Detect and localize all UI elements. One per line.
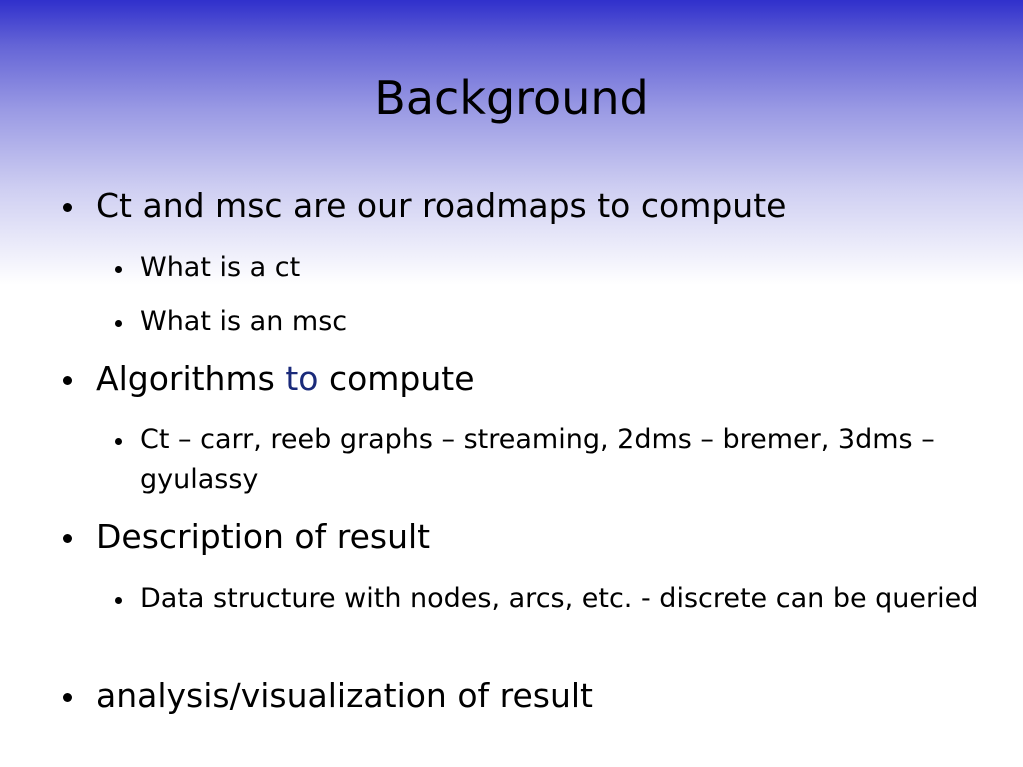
sub-bullet-dot-icon (115, 320, 122, 327)
sub-bullet-dot-icon (115, 597, 122, 604)
bullet-text-accent: to (285, 359, 319, 398)
bullet-text-before: Algorithms (96, 359, 286, 398)
bullet-item-2: Algorithms to compute (63, 359, 986, 399)
sub-bullet-text: Ct – carr, reeb graphs – streaming, 2dms… (140, 424, 935, 495)
sub-bullet-item-1-2: What is an msc (115, 302, 990, 342)
bullet-dot-icon (63, 534, 72, 543)
bullet-text: analysis/visualization of result (96, 676, 593, 715)
bullet-item-1: Ct and msc are our roadmaps to compute (63, 186, 986, 226)
sub-bullet-item-1-1: What is a ct (115, 248, 990, 288)
bullet-dot-icon (63, 376, 72, 385)
bullet-dot-icon (63, 203, 72, 212)
bullet-item-4: analysis/visualization of result (63, 676, 986, 716)
bullet-text: Ct and msc are our roadmaps to compute (96, 186, 787, 225)
sub-bullet-item-2-1: Ct – carr, reeb graphs – streaming, 2dms… (115, 420, 990, 500)
sub-bullet-text: What is an msc (140, 306, 348, 337)
bullet-dot-icon (63, 693, 72, 702)
sub-bullet-dot-icon (115, 438, 122, 445)
sub-bullet-text: What is a ct (140, 252, 301, 283)
bullet-text-after: compute (318, 359, 475, 398)
bullet-item-3: Description of result (63, 517, 986, 557)
sub-bullet-dot-icon (115, 266, 122, 273)
sub-bullet-text: Data structure with nodes, arcs, etc. - … (140, 583, 979, 614)
slide-title: Background (374, 71, 649, 125)
sub-bullet-item-3-1: Data structure with nodes, arcs, etc. - … (115, 579, 990, 619)
bullet-text: Description of result (96, 517, 431, 556)
